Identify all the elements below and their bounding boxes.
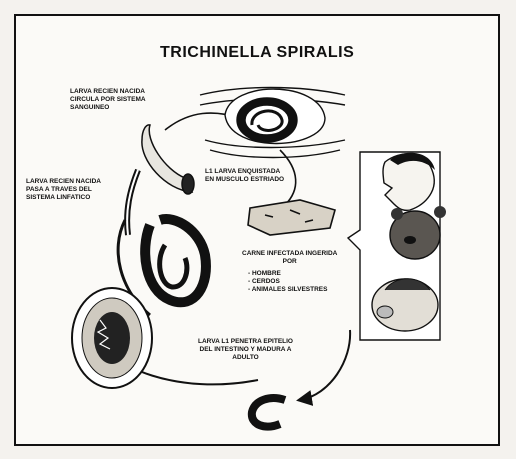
host-item: ANIMALES SILVESTRES [248,286,327,294]
host-item: CERDOS [248,278,327,286]
hosts-list: HOMBRE CERDOS ANIMALES SILVESTRES [248,270,327,294]
label-larva-circula: LARVA RECIEN NACIDA CIRCULA POR SISTEMA … [70,88,146,112]
hosts-panel [348,152,446,340]
cycle-arrow-right [300,330,350,400]
muscle-cyst [200,88,345,158]
label-carne-infectada: CARNE INFECTADA INGERIDA POR [242,250,337,266]
adult-worm [252,398,285,426]
infected-meat [248,200,335,235]
label-larva-penetra: LARVA L1 PENETRA EPITELIO DEL INTESTINO … [198,338,293,362]
label-l1-enquistada: L1 LARVA ENQUISTADA EN MUSCULO ESTRIADO [205,168,284,184]
label-larva-linfatico: LARVA RECIEN NACIDA PASA A TRAVES DEL SI… [26,178,101,202]
host-item: HOMBRE [248,270,327,278]
intestine-cross-section [72,288,152,388]
